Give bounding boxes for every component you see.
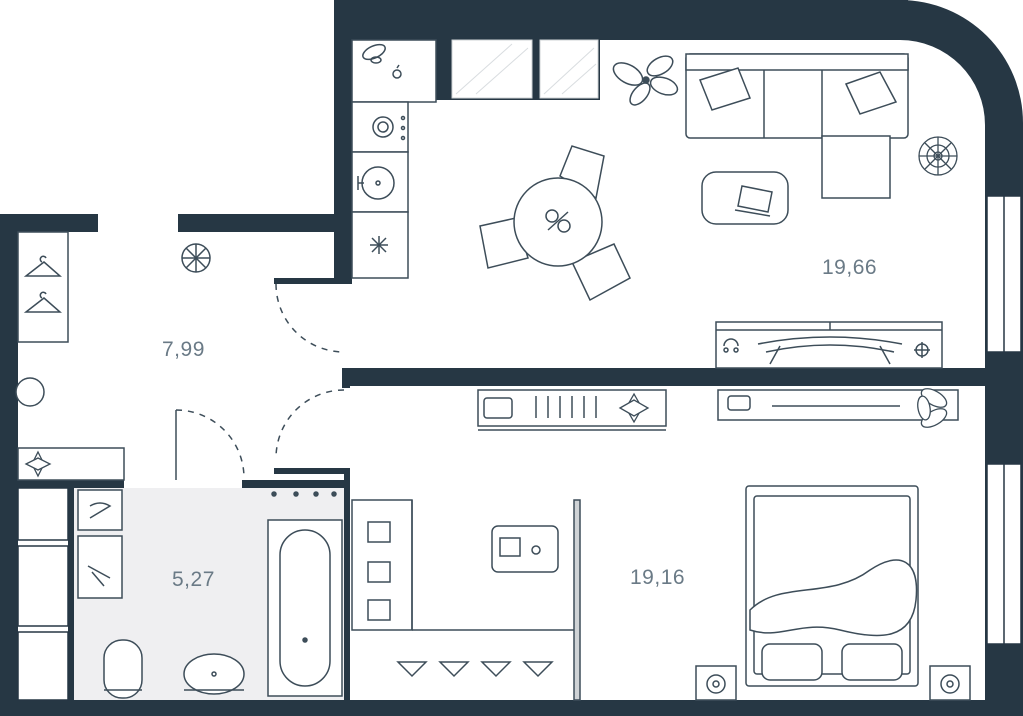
storage-blocks (17, 487, 69, 701)
bath-cabinet (77, 535, 123, 599)
plant-icon (917, 388, 948, 428)
laptop-icon (491, 525, 559, 573)
bathtub-icon (267, 491, 343, 697)
plant-icon (918, 136, 958, 176)
plant-icon (618, 392, 650, 424)
sink-icon (183, 653, 245, 695)
bed-icon (745, 485, 919, 687)
tv-stand-icon (715, 321, 943, 369)
bedroom-closet (351, 499, 581, 701)
umbrella-stand-icon (181, 243, 211, 273)
area-label-living: 19,66 (822, 256, 878, 279)
top-panels (436, 39, 600, 100)
doors (175, 283, 345, 480)
nightstand-icon (695, 665, 971, 701)
windows (986, 195, 1022, 645)
plant-icon (612, 55, 679, 106)
bar-stool-icon (396, 661, 554, 678)
washing-machine-icon (372, 115, 406, 141)
washing-machine-icon (77, 489, 123, 531)
area-label-bathroom: 5,27 (172, 568, 215, 591)
plant-icon (24, 450, 52, 478)
stove-icon (362, 43, 402, 79)
sink-icon (357, 166, 395, 200)
sofa-icon (685, 53, 909, 199)
laptop-icon (701, 171, 789, 225)
area-label-hallway: 7,99 (162, 338, 205, 361)
fridge-icon (370, 236, 388, 254)
hanger-icon (23, 255, 62, 313)
dining-table-icon (479, 145, 631, 302)
toilet-icon (103, 639, 143, 699)
wardrobe (17, 231, 69, 343)
area-label-bedroom: 19,16 (630, 566, 686, 589)
